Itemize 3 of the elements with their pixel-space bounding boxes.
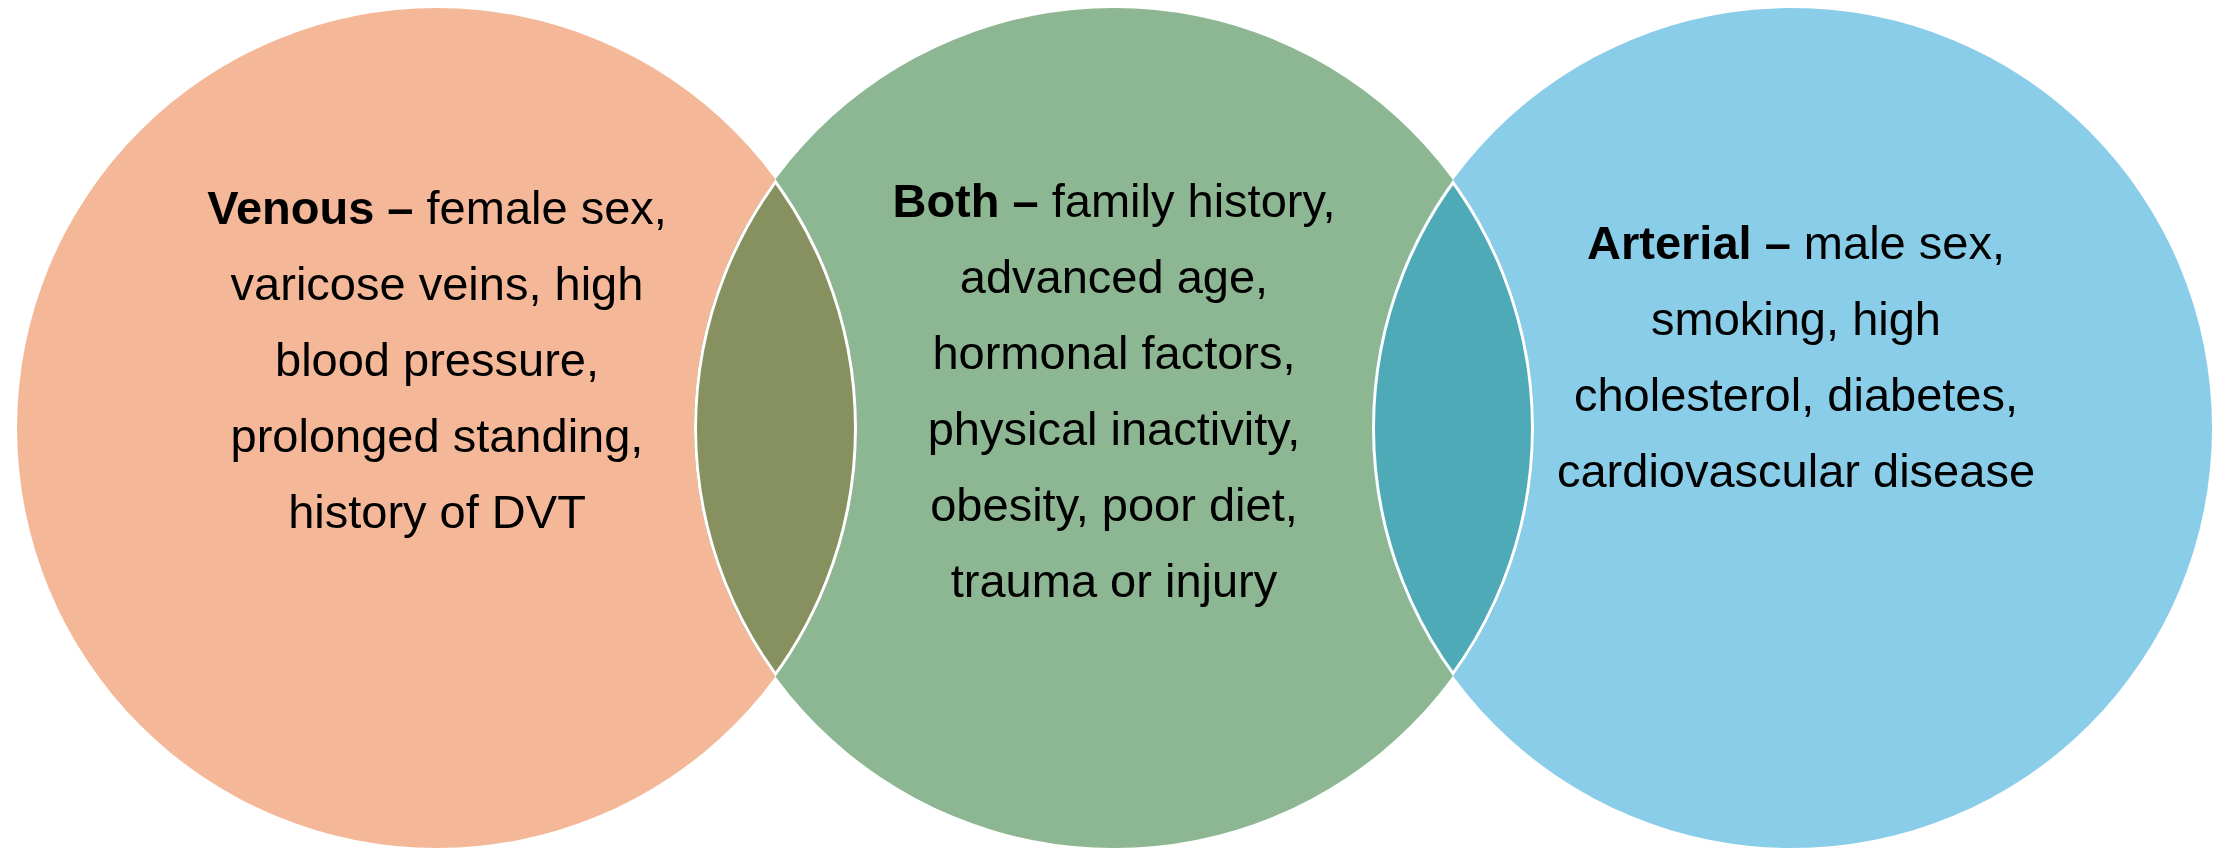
- venn-label: Arterial – male sex, smoking, high cholesterol, diabetes, cardiovascular disease: [1556, 215, 2036, 499]
- venn-label: Venous – female sex, varicose veins, high blood pressure, prolonged standing, history of DVT: [207, 180, 667, 540]
- venn-label: Both – family history, advanced age, hormonal factors, physical inactivity, obesity, poor diet, trauma or injury: [891, 173, 1337, 609]
